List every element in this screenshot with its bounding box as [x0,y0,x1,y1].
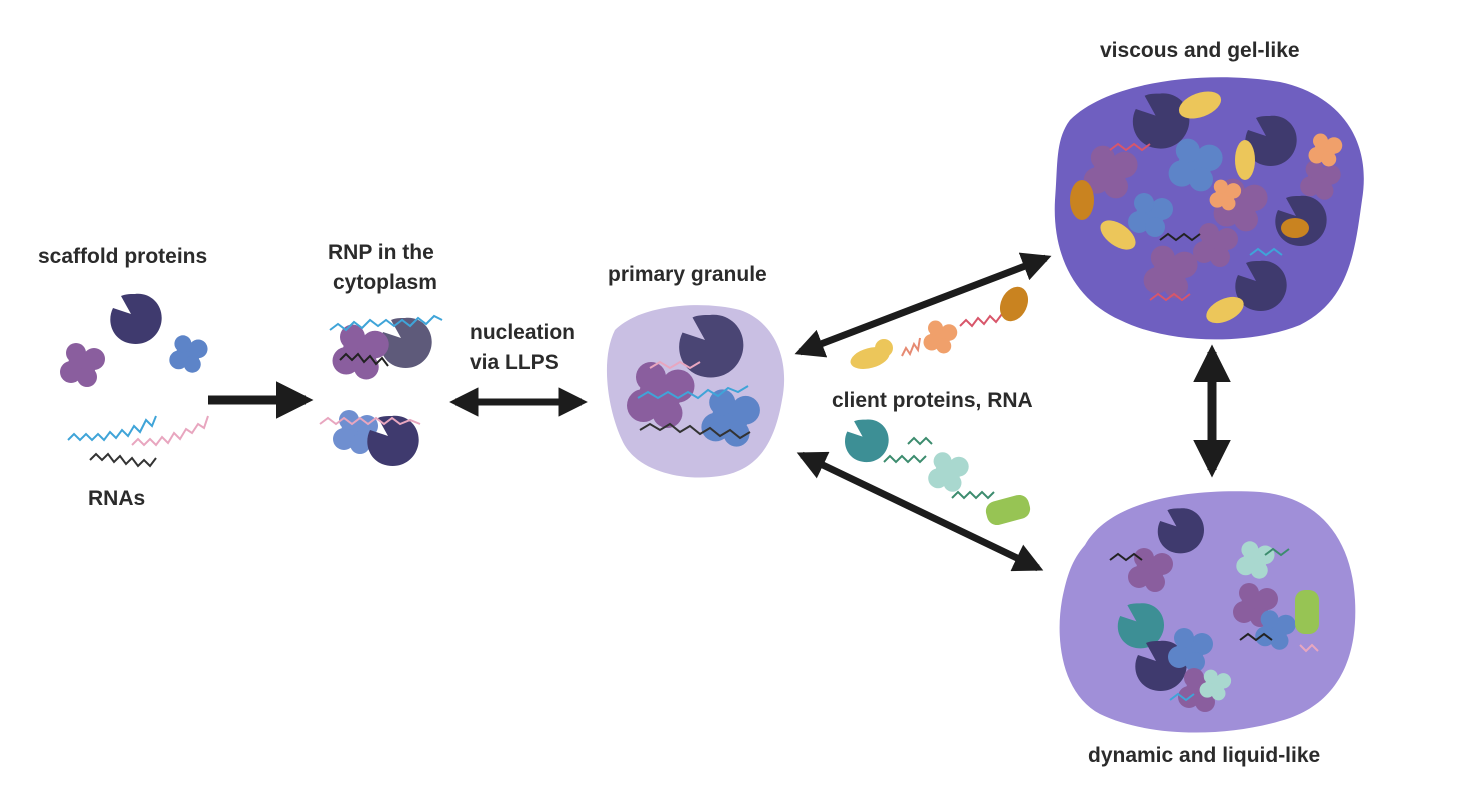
rna-strand-blue [67,415,157,442]
label-primary-granule: primary granule [608,263,767,286]
viscous-gel-like-droplet [1054,77,1364,340]
label-viscous-gel-like: viscous and gel-like [1100,39,1300,62]
label-rnp-line1: RNP in the [328,241,434,264]
scaffold-protein-dark [110,293,162,344]
rna-strand-black [89,452,157,468]
label-client-proteins-rna: client proteins, RNA [832,389,1033,412]
viscous-dense-proteins [1070,91,1343,324]
client-proteins-lower [845,419,1031,526]
label-nucleation-line1: nucleation [470,321,576,344]
dynamic-droplet-shape [1059,491,1356,733]
client-proteins-upper [850,286,1029,369]
label-dynamic-liquid-like: dynamic and liquid-like [1088,744,1321,767]
arrow-granule-viscous-bidirectional [794,252,1052,358]
primary-granule [606,305,785,478]
rnp-complex-bottom [319,410,421,466]
label-rnas: RNAs [88,487,146,510]
scaffold-protein-blue [169,335,208,373]
scaffold-protein-purple [60,343,105,387]
rna-strand-pink [131,415,209,447]
primary-granule-droplet [606,305,785,478]
dynamic-sparse-proteins [1109,508,1319,712]
label-nucleation-line2: via LLPS [470,351,559,374]
rnp-complexes [319,314,443,466]
dynamic-liquid-like-droplet [1059,491,1356,733]
rnas-group [67,415,209,468]
arrow-granule-dynamic-bidirectional [796,451,1044,572]
label-scaffold-proteins: scaffold proteins [38,245,208,268]
arrows [208,252,1231,572]
label-rnp-line2: cytoplasm [333,271,437,294]
scaffold-proteins-group [60,293,208,387]
rnp-complex-top [329,314,443,380]
